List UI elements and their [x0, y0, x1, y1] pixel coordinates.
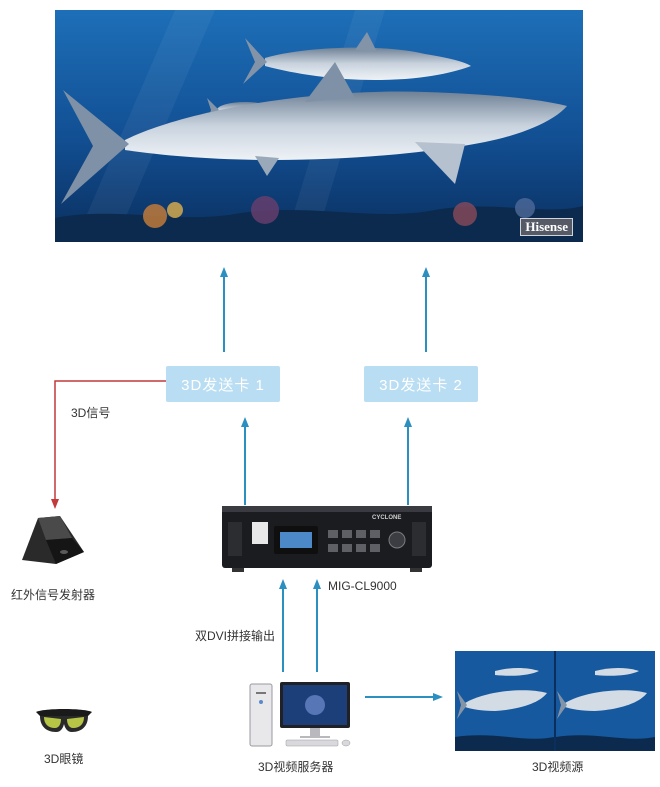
shark-right-view [557, 668, 647, 719]
ir-emitter-device [22, 516, 84, 564]
video-source-label: 3D视频源 [532, 760, 584, 774]
server-label: 3D视频服务器 [258, 760, 334, 774]
signal-line-card1-to-emitter [51, 380, 166, 509]
video-source-preview [455, 651, 655, 751]
underwater-scene [55, 10, 583, 242]
3d-glasses-icon [36, 709, 92, 732]
brand-logo: Hisense [520, 218, 573, 236]
video-processor: CYCLONE [222, 506, 432, 572]
coral-reef [55, 196, 583, 242]
shark-small [243, 32, 471, 84]
signal-label: 3D信号 [71, 406, 111, 420]
video-server-computer [249, 682, 351, 747]
device-brand: CYCLONE [372, 515, 401, 521]
glasses-label: 3D眼镜 [44, 752, 84, 766]
shark-left-view [457, 668, 547, 719]
processor-model-label: MIG-CL9000 [328, 579, 397, 593]
video-source-scene [455, 651, 655, 751]
shark-large [61, 62, 567, 204]
dvi-output-label: 双DVI拼接输出 [195, 629, 276, 643]
led-display-screen: Hisense [55, 10, 583, 242]
sending-card-2: 3D发送卡 2 [364, 366, 478, 402]
sending-card-1: 3D发送卡 1 [166, 366, 280, 402]
emitter-label: 红外信号发射器 [11, 588, 96, 602]
